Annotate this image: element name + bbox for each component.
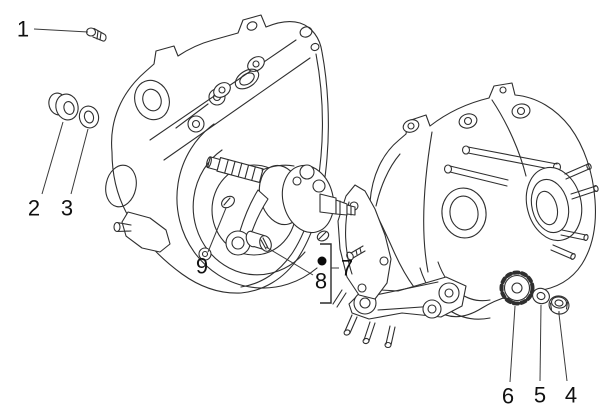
callout-label-5: 5 [534,383,546,408]
dot-marker-0 [317,256,327,266]
washer-part-3 [77,104,101,130]
bushing-part-2 [46,91,81,122]
callout-label-9: 9 [196,254,208,279]
callout-leader-3 [70,128,89,195]
callout-leader-2 [41,121,64,195]
flange-bolt-hole [310,42,320,51]
callout-leader-9 [207,207,227,253]
callout-label-6: 6 [502,384,514,409]
right-crankcase-half [333,83,599,348]
seal-boss [129,75,175,124]
left-crankcase-half [102,15,328,293]
screw-part-1 [87,28,107,41]
flange-bolt-hole [246,20,258,31]
callout-leader-4 [558,313,568,382]
lower-lug [122,212,170,252]
callout-label-7: 7 [341,256,353,281]
callout-leader-6 [509,305,516,383]
callout-leader-1 [33,28,89,33]
tie-rod [450,166,508,186]
mount-arm [333,277,466,348]
callout-label-1: 1 [17,17,29,42]
lug-pin [114,223,120,232]
nut-part-4 [547,294,571,317]
callout-label-8: 8 [315,269,327,294]
tie-rod [468,147,557,170]
callout-label-2: 2 [28,196,40,221]
flange-bolt-hole [299,25,314,39]
roller-bushing-part-8 [244,230,273,253]
bell-outer-arc [177,124,317,288]
callout-bracket-7 [320,243,332,304]
cylinder-flange [519,162,589,247]
key-part-7 [316,229,331,243]
pinion-gear-part-6 [500,271,534,305]
cylinder-studs [551,163,599,260]
callout-leader-5 [539,304,542,382]
plug-part-9 [219,194,236,210]
callout-label-3: 3 [61,196,73,221]
crankshaft [205,154,355,255]
callout-label-4: 4 [565,383,577,408]
gasket-stud [345,246,365,261]
right-case-inner-edge [376,154,400,206]
washer-part-5 [530,286,551,306]
callout-leader-8 [265,246,314,276]
